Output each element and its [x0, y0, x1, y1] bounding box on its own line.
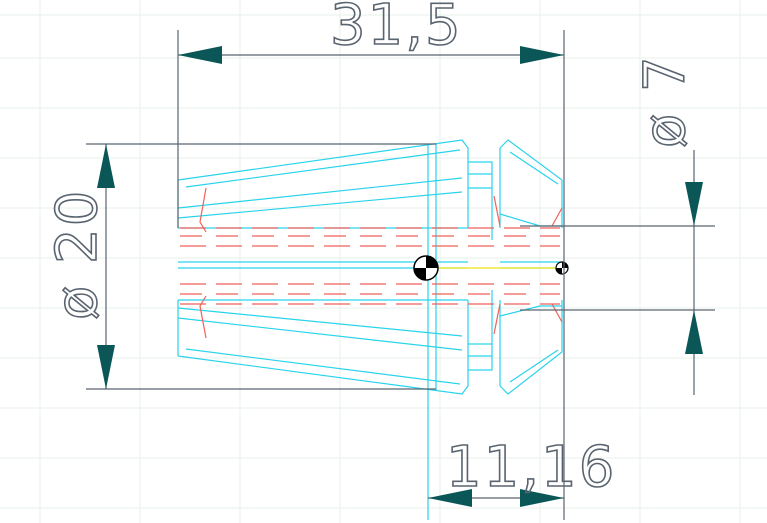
center-point-icon	[413, 255, 439, 281]
hidden-lines	[180, 187, 563, 339]
overall-length-label: 31,5	[330, 0, 463, 58]
dimension-lines	[86, 30, 715, 520]
bore-diameter-label: ø 7	[633, 54, 698, 148]
dimension-arrows	[97, 46, 703, 507]
nose-length-label: 11,16	[446, 435, 616, 500]
outer-diameter-label: ø 20	[45, 189, 110, 320]
center-point-icon	[555, 261, 569, 275]
